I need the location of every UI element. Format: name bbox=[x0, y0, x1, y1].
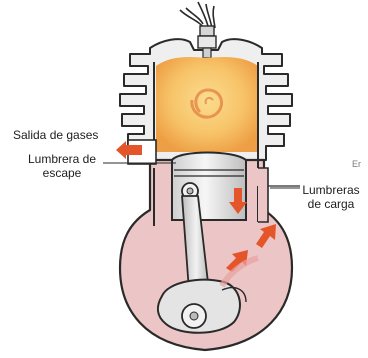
transfer-port bbox=[258, 168, 300, 222]
label-exhaust-port: Lumbrera de escape bbox=[20, 152, 104, 180]
exhaust-port bbox=[116, 140, 156, 164]
label-transfer-ports: Lumbreras de carga bbox=[296, 183, 366, 211]
label-exhaust-outlet: Salida de gases bbox=[13, 128, 98, 142]
label-exhaust-port-line2: escape bbox=[20, 166, 104, 180]
spark-plug-wires bbox=[180, 2, 215, 28]
edge-text-fragment: Er bbox=[352, 157, 361, 171]
combustion-chamber bbox=[156, 57, 258, 152]
label-transfer-ports-line1: Lumbreras bbox=[296, 183, 366, 197]
label-exhaust-port-line1: Lumbrera de bbox=[20, 152, 104, 166]
label-transfer-ports-line2: de carga bbox=[296, 197, 366, 211]
